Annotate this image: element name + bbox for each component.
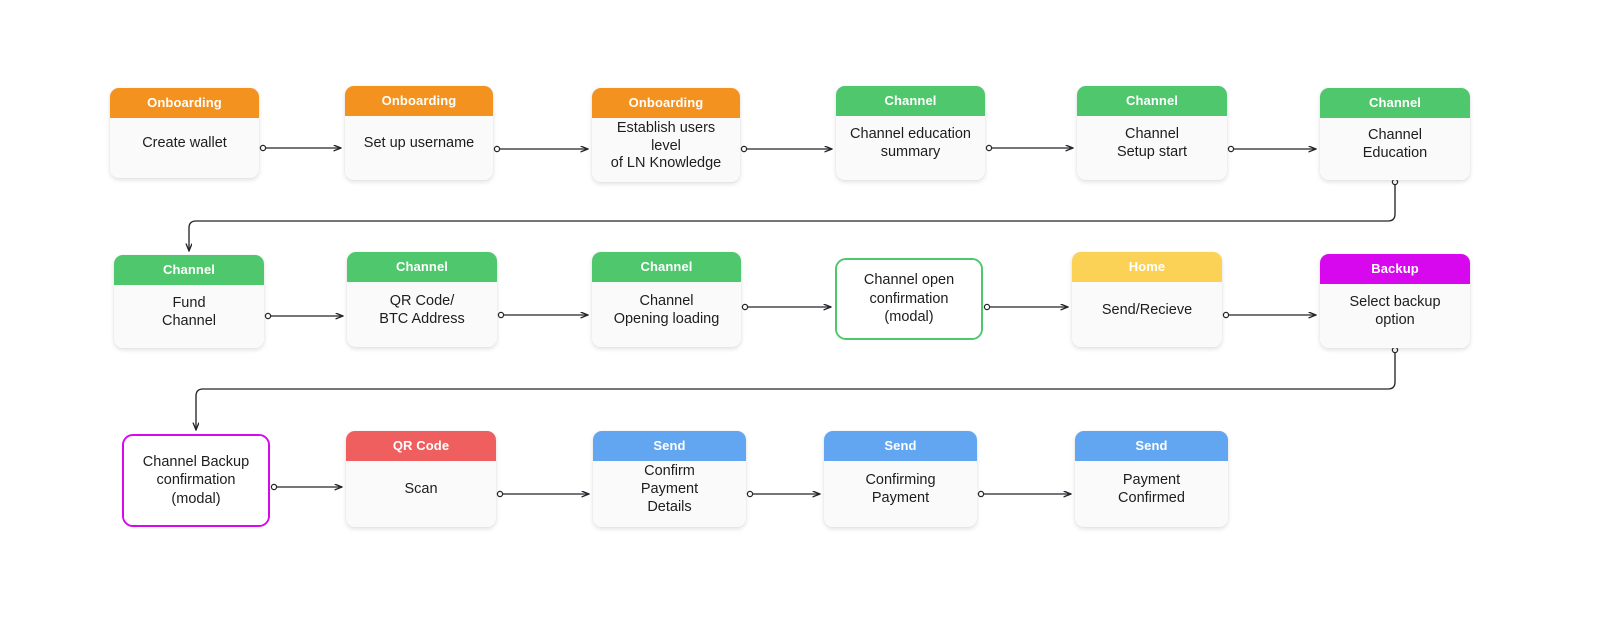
connector-dot-c12 [1391,346,1399,354]
node-label-scan: Scan [346,461,496,527]
node-header-create-wallet: Onboarding [110,88,259,118]
node-header-send-recieve: Home [1072,252,1222,282]
node-header-channel-setup-start: Channel [1077,86,1227,116]
node-label-set-up-username: Set up username [345,116,493,180]
connector-dot-c9 [741,303,749,311]
node-label-qr-code-btc-address: QR Code/ BTC Address [347,282,497,347]
connector-dot-c8 [497,311,505,319]
connector-dot-c5 [1227,145,1235,153]
connector-dot-c6 [1391,178,1399,186]
node-label-channel-setup-start: Channel Setup start [1077,116,1227,180]
connector-dot-c7 [264,312,272,320]
node-header-channel-opening-loading: Channel [592,252,741,282]
node-header-establish-ln-level: Onboarding [592,88,740,118]
node-header-scan: QR Code [346,431,496,461]
node-header-select-backup-option: Backup [1320,254,1470,284]
connector-dot-c14 [496,490,504,498]
node-label-send-recieve: Send/Recieve [1072,282,1222,347]
node-label-select-backup-option: Select backup option [1320,284,1470,348]
connector-dot-c10 [983,303,991,311]
node-label-establish-ln-level: Establish users level of LN Knowledge [592,118,740,182]
node-label-channel-opening-loading: Channel Opening loading [592,282,741,347]
node-header-confirm-payment-details: Send [593,431,746,461]
connector-dot-c3 [740,145,748,153]
node-label-channel-education: Channel Education [1320,118,1470,180]
connector-c6 [189,183,1396,252]
node-label-confirming-payment: Confirming Payment [824,461,977,527]
node-header-channel-education: Channel [1320,88,1470,118]
node-header-channel-education-summary: Channel [836,86,985,116]
connector-dot-c4 [985,144,993,152]
node-channel-backup-confirmation-modal[interactable]: Channel Backup confirmation (modal) [122,434,270,527]
node-label-channel-education-summary: Channel education summary [836,116,985,180]
node-header-set-up-username: Onboarding [345,86,493,116]
node-header-confirming-payment: Send [824,431,977,461]
connector-dot-c16 [977,490,985,498]
node-label-fund-channel: Fund Channel [114,285,264,348]
node-label-payment-confirmed: Payment Confirmed [1075,461,1228,527]
connector-dot-c13 [270,483,278,491]
node-label-channel-backup-confirmation-modal: Channel Backup confirmation (modal) [124,436,268,525]
connector-dot-c15 [746,490,754,498]
node-header-payment-confirmed: Send [1075,431,1228,461]
node-label-confirm-payment-details: Confirm Payment Details [593,461,746,527]
node-header-qr-code-btc-address: Channel [347,252,497,282]
connector-dot-c1 [259,144,267,152]
node-header-fund-channel: Channel [114,255,264,285]
connector-dot-c11 [1222,311,1230,319]
connector-c12 [196,351,1396,431]
node-label-create-wallet: Create wallet [110,118,259,178]
node-channel-open-confirmation-modal[interactable]: Channel open confirmation (modal) [835,258,983,340]
node-label-channel-open-confirmation-modal: Channel open confirmation (modal) [837,260,981,338]
connector-dot-c2 [493,145,501,153]
